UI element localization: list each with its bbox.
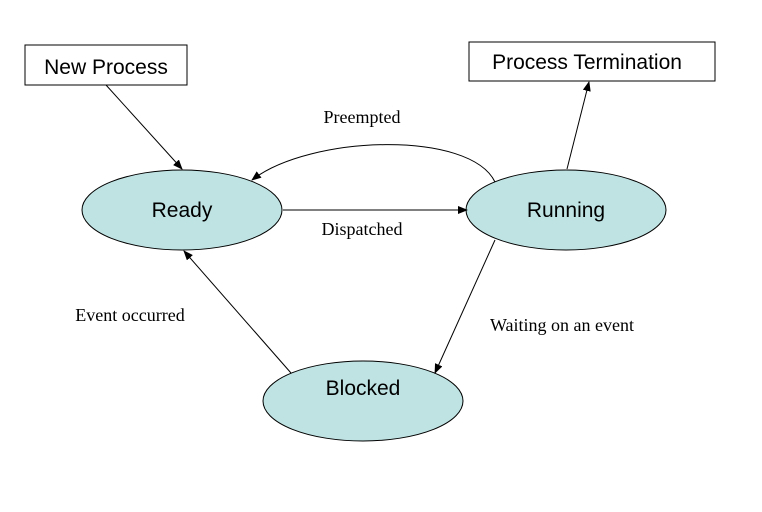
process-termination-label: Process Termination (492, 51, 682, 74)
blocked-ellipse (262, 360, 464, 442)
new-process-node: New Process (24, 44, 188, 86)
running-state: Running (465, 169, 667, 251)
arrow-new-to-ready (105, 84, 183, 170)
process-termination-box (468, 41, 716, 82)
preempted-label: Preempted (324, 107, 401, 127)
blocked-label: Blocked (326, 377, 401, 400)
event-occurred-label: Event occurred (75, 305, 184, 325)
new-process-label: New Process (44, 56, 168, 79)
arrow-preempted (251, 144, 496, 183)
ready-label: Ready (152, 199, 213, 222)
ready-ellipse (81, 169, 283, 251)
new-process-box (24, 44, 188, 86)
waiting-on-event-label: Waiting on an event (490, 315, 634, 335)
arrow-event-occurred (183, 250, 292, 374)
ready-state: Ready (81, 169, 283, 251)
running-label: Running (527, 199, 605, 222)
arrow-running-to-termination (566, 81, 591, 170)
dispatched-label: Dispatched (322, 219, 403, 239)
process-termination-node: Process Termination (468, 41, 716, 82)
arrow-waiting (434, 239, 496, 374)
blocked-state: Blocked (262, 360, 464, 442)
